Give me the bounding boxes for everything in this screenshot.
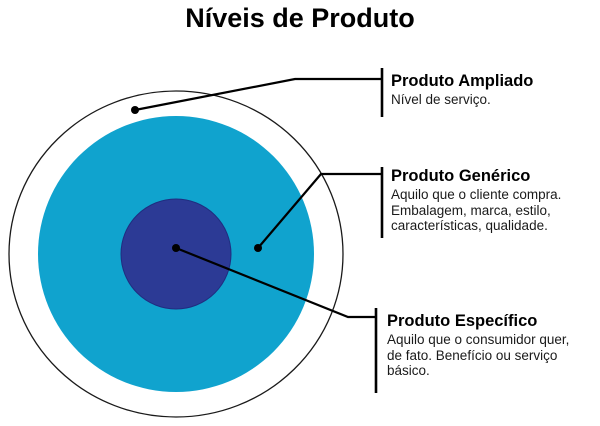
label-line: básico.: [387, 363, 430, 378]
dot-produto-especifico: [172, 244, 180, 252]
inner-ring-produto-especifico: [120, 198, 232, 310]
label-bars: [374, 68, 384, 393]
label-line: Aquilo que o cliente compra.: [391, 187, 562, 202]
connector-produto-especifico: [175, 246, 375, 319]
label-line: Nível de serviço.: [391, 92, 491, 107]
label-body-produto-especifico: Aquilo que o consumidor quer, de fato. B…: [387, 332, 592, 379]
anchor-dots: [131, 106, 262, 252]
label-produto-ampliado: Produto Ampliado Nível de serviço.: [391, 72, 596, 108]
connector-lines: [134, 77, 381, 319]
label-line: Aquilo que o consumidor quer,: [387, 332, 570, 347]
diagram-title: Níveis de Produto: [185, 3, 415, 33]
label-title-produto-especifico: Produto Específico: [387, 312, 538, 330]
label-title-produto-generico: Produto Genérico: [391, 167, 531, 185]
label-title-produto-ampliado: Produto Ampliado: [391, 72, 534, 90]
connector-produto-generico: [257, 172, 381, 249]
connector-produto-ampliado: [134, 77, 381, 112]
label-line: de fato. Benefício ou serviço: [387, 347, 558, 363]
label-produto-especifico: Produto Específico Aquilo que o consumid…: [387, 312, 592, 379]
label-produto-generico: Produto Genérico Aquilo que o cliente co…: [391, 167, 596, 234]
dot-produto-generico: [254, 244, 262, 252]
dot-produto-ampliado: [131, 106, 139, 114]
label-line: características, qualidade.: [391, 218, 548, 233]
label-body-produto-ampliado: Nível de serviço.: [391, 92, 596, 108]
label-line: Embalagem, marca, estilo,: [391, 202, 551, 218]
label-body-produto-generico: Aquilo que o cliente compra. Embalagem, …: [391, 187, 596, 234]
